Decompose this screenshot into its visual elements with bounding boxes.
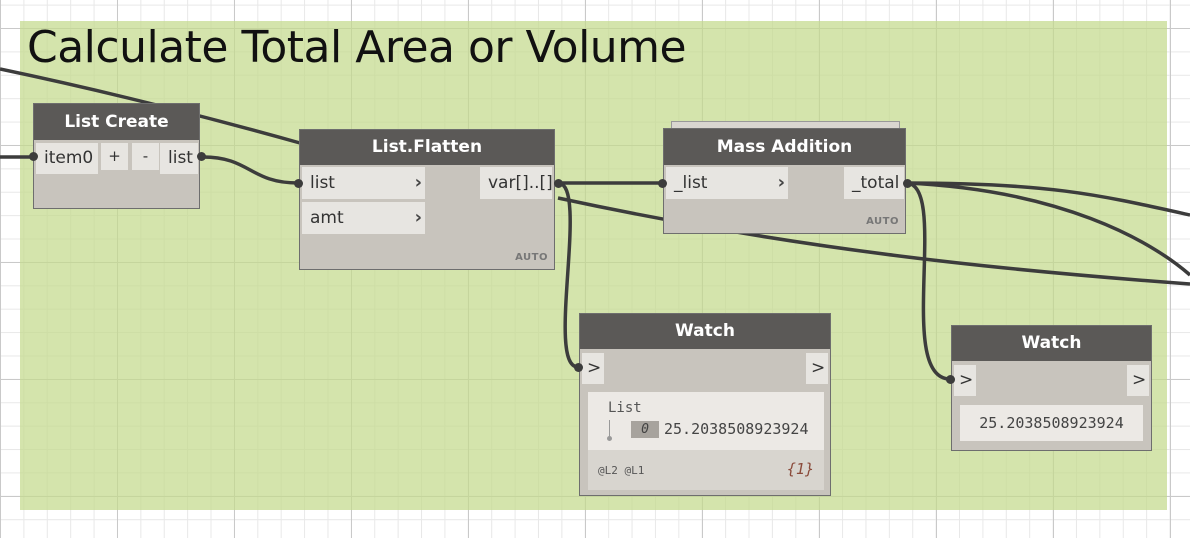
input-port-list[interactable]: list › [302, 167, 425, 199]
output-port[interactable]: > [806, 353, 828, 384]
list-count: {1} [786, 460, 814, 478]
list-flatten-output-connector[interactable] [554, 179, 563, 188]
node-title: Watch [580, 314, 830, 349]
input-port-item0[interactable]: item0 [36, 143, 98, 174]
lacing-indicator[interactable]: AUTO [515, 252, 548, 263]
chevron-right-icon: › [414, 172, 422, 193]
watch2-input-connector[interactable] [946, 375, 955, 384]
input-port[interactable]: > [954, 365, 976, 396]
watch-node-1[interactable]: Watch > > List 0 25.2038508923924 @L2 @L… [579, 313, 831, 496]
tree-line-dot [607, 436, 612, 441]
node-title: List Create [34, 104, 199, 140]
mass-addition-output-connector[interactable] [903, 179, 912, 188]
output-port[interactable]: > [1127, 365, 1149, 396]
list-create-input-connector[interactable] [29, 152, 38, 161]
node-title: List.Flatten [300, 130, 554, 165]
list-create-output-connector[interactable] [197, 152, 206, 161]
tree-line [609, 420, 610, 438]
group-title[interactable]: Calculate Total Area or Volume [27, 22, 687, 73]
input-port[interactable]: > [582, 353, 604, 384]
list-levels: @L2 @L1 [598, 464, 645, 477]
node-title: Mass Addition [664, 129, 905, 165]
chevron-right-icon: › [777, 172, 785, 193]
list-item-value: 25.2038508923924 [664, 420, 809, 438]
node-title: Watch [952, 326, 1151, 361]
lacing-indicator[interactable]: AUTO [866, 216, 899, 227]
input-port-amt[interactable]: amt › [302, 202, 425, 234]
list-header: List [608, 400, 642, 416]
list-item-index: 0 [631, 421, 659, 438]
remove-input-button[interactable]: - [132, 143, 159, 170]
custom-node-stack-shadow [671, 121, 900, 128]
output-port-var[interactable]: var[]..[] [480, 167, 553, 199]
list-flatten-input-connector[interactable] [294, 179, 303, 188]
port-label: _list [674, 173, 708, 193]
mass-addition-input-connector[interactable] [658, 179, 667, 188]
port-label: list [310, 173, 335, 193]
add-input-button[interactable]: + [101, 143, 128, 170]
mass-addition-node[interactable]: Mass Addition _list › _total AUTO [663, 128, 906, 234]
watch-preview-panel[interactable]: List 0 25.2038508923924 @L2 @L1 {1} [588, 392, 824, 490]
chevron-right-icon: › [414, 207, 422, 228]
watch-tree-area: List 0 25.2038508923924 [588, 392, 824, 450]
port-label: amt [310, 208, 344, 228]
watch-value: 25.2038508923924 [960, 405, 1143, 441]
watch1-input-connector[interactable] [574, 363, 583, 372]
output-port-total[interactable]: _total [844, 167, 904, 199]
input-port-list[interactable]: _list › [666, 167, 788, 199]
watch-node-2[interactable]: Watch > > 25.2038508923924 [951, 325, 1152, 451]
output-port-list[interactable]: list [160, 143, 198, 174]
list-flatten-node[interactable]: List.Flatten list › amt › var[]..[] AUTO [299, 129, 555, 270]
list-create-node[interactable]: List Create item0 + - list [33, 103, 200, 209]
